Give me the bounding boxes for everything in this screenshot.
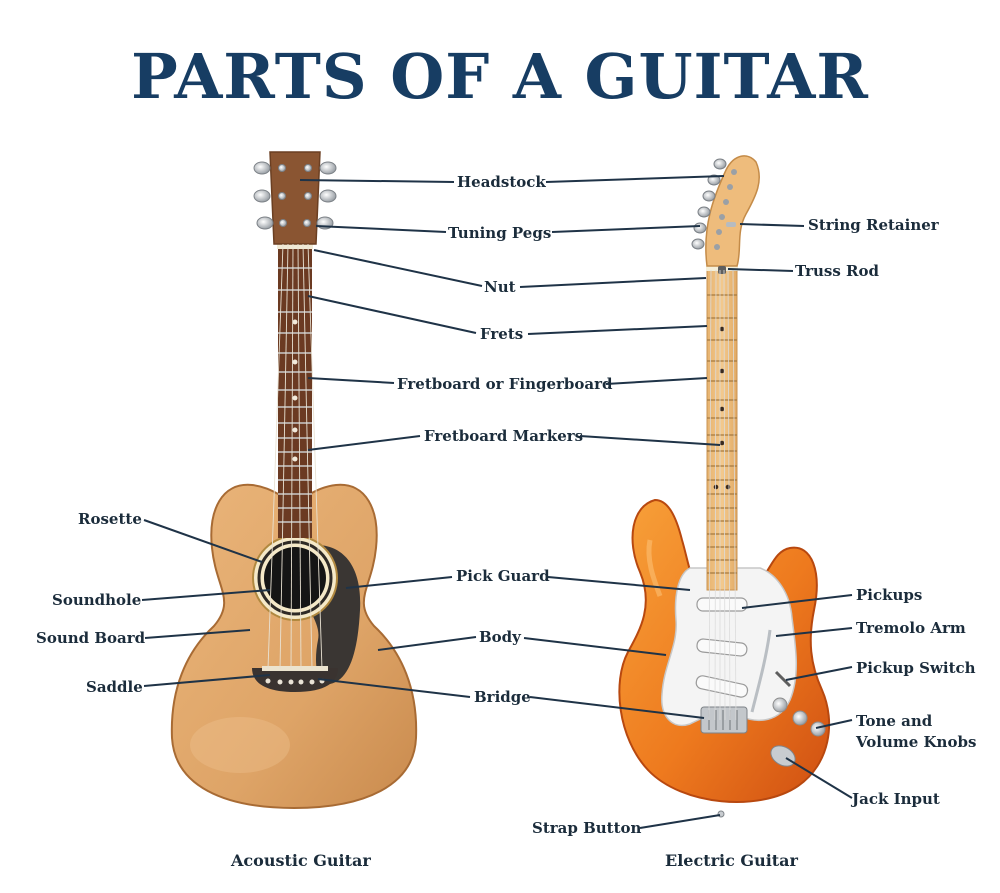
acoustic-strings <box>267 243 323 670</box>
label-pick-guard: Pick Guard <box>456 567 550 585</box>
electric-frets <box>707 294 737 574</box>
acoustic-bridge <box>252 668 338 692</box>
label-pickups: Pickups <box>856 586 923 604</box>
label-frets: Frets <box>480 325 524 343</box>
tremolo-arm <box>750 629 772 713</box>
acoustic-saddle <box>262 666 328 671</box>
acoustic-headstock <box>269 151 321 245</box>
electric-fret-markers <box>713 326 731 490</box>
page-title: PARTS OF A GUITAR <box>131 40 869 113</box>
acoustic-tuning-pegs <box>253 161 337 230</box>
electric-knobs <box>772 697 826 737</box>
label-fretboard: Fretboard or Fingerboard <box>397 375 613 393</box>
electric-tuning-pegs <box>691 158 727 250</box>
electric-bridge <box>700 706 748 734</box>
electric-neck <box>706 269 738 591</box>
label-tone-volume-1: Tone and <box>856 712 933 730</box>
label-soundhole: Soundhole <box>52 591 142 609</box>
acoustic-body <box>170 483 418 810</box>
label-tuning-pegs: Tuning Pegs <box>448 224 552 242</box>
pickup-switch <box>774 670 792 688</box>
electric-strings <box>708 269 737 721</box>
leader-lines <box>141 175 853 829</box>
label-bridge: Bridge <box>474 688 531 706</box>
label-pickup-switch: Pickup Switch <box>856 659 976 677</box>
label-tone-volume-2: Volume Knobs <box>856 733 977 751</box>
label-saddle: Saddle <box>86 678 143 696</box>
soundhole <box>264 547 326 609</box>
truss-rod <box>718 266 726 274</box>
electric-guitar <box>618 155 831 818</box>
acoustic-guitar <box>170 151 418 810</box>
electric-peg-posts <box>714 169 737 250</box>
acoustic-nut <box>277 244 313 249</box>
label-string-retainer: String Retainer <box>808 216 939 234</box>
label-body: Body <box>479 628 521 646</box>
label-rosette: Rosette <box>78 510 142 528</box>
label-truss-rod: Truss Rod <box>795 262 879 280</box>
label-fretboard-markers: Fretboard Markers <box>424 427 584 445</box>
label-nut: Nut <box>484 278 516 296</box>
caption-electric: Electric Guitar <box>665 851 798 870</box>
label-headstock: Headstock <box>457 173 546 191</box>
string-retainer <box>726 222 736 227</box>
body-highlight <box>190 717 290 773</box>
caption-acoustic: Acoustic Guitar <box>231 851 371 870</box>
electric-headstock <box>705 155 760 267</box>
label-strap-button: Strap Button <box>532 819 642 837</box>
body-shine <box>646 539 663 597</box>
label-jack-input: Jack Input <box>852 790 940 808</box>
label-sound-board: Sound Board <box>36 629 146 647</box>
acoustic-fret-markers <box>292 319 298 462</box>
rosette-ring <box>257 540 333 616</box>
acoustic-frets <box>278 267 312 523</box>
label-tremolo-arm: Tremolo Arm <box>856 619 966 637</box>
